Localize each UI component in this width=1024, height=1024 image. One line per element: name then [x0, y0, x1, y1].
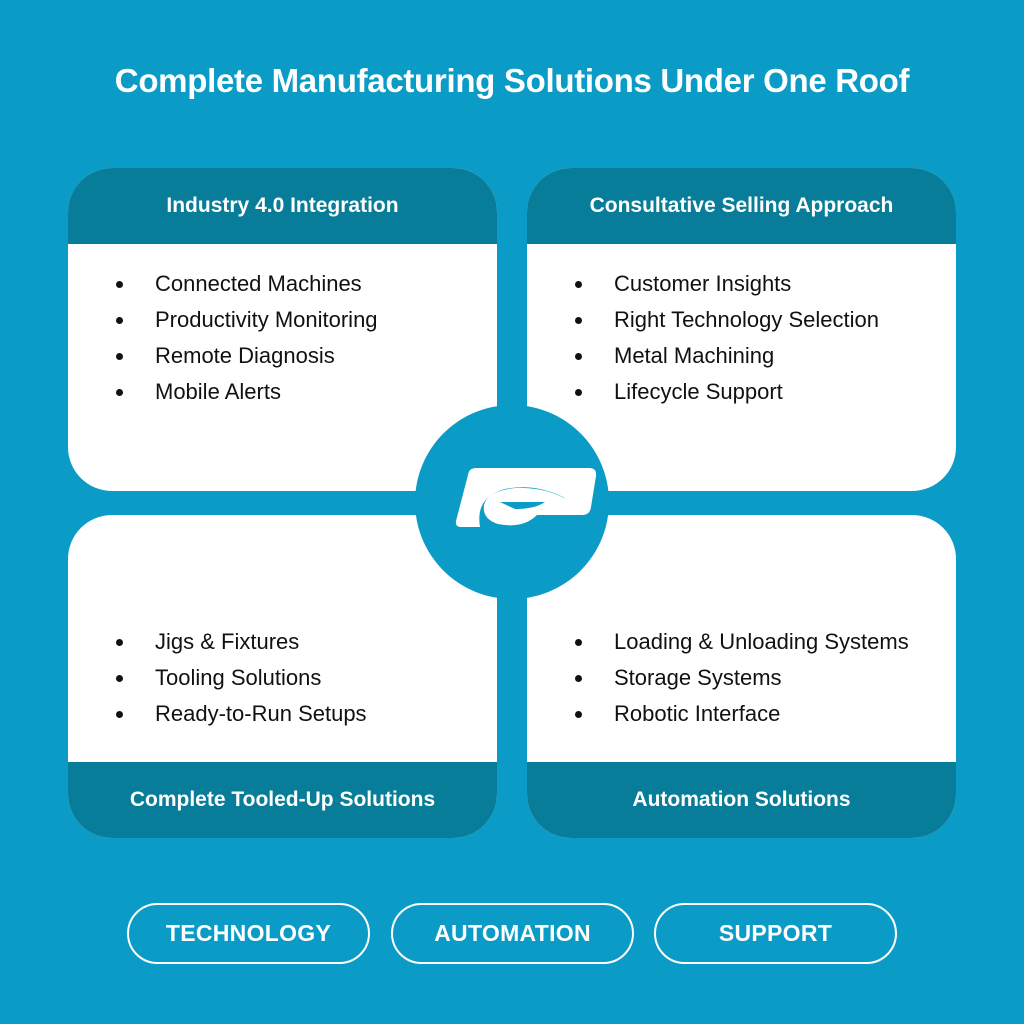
list-item: Mobile Alerts: [116, 374, 378, 410]
list-item: Metal Machining: [575, 338, 879, 374]
page-title: Complete Manufacturing Solutions Under O…: [114, 62, 910, 99]
automation-pill: AUTOMATION: [391, 903, 634, 964]
support-pill: SUPPORT: [654, 903, 897, 964]
card-heading: Automation Solutions: [527, 762, 956, 838]
list-item: Right Technology Selection: [575, 302, 879, 338]
card-heading: Industry 4.0 Integration: [68, 168, 497, 244]
card-consultative-selling: Consultative Selling Approach Customer I…: [527, 168, 956, 491]
list-item: Robotic Interface: [575, 696, 909, 732]
feature-list: Loading & Unloading Systems Storage Syst…: [575, 624, 909, 732]
feature-list: Jigs & Fixtures Tooling Solutions Ready-…: [116, 624, 367, 732]
card-heading: Consultative Selling Approach: [527, 168, 956, 244]
list-item: Productivity Monitoring: [116, 302, 378, 338]
list-item: Jigs & Fixtures: [116, 624, 367, 660]
card-tooled-up-solutions: Jigs & Fixtures Tooling Solutions Ready-…: [68, 515, 497, 838]
feature-list: Connected Machines Productivity Monitori…: [116, 266, 378, 410]
card-heading: Complete Tooled-Up Solutions: [68, 762, 497, 838]
card-automation-solutions: Loading & Unloading Systems Storage Syst…: [527, 515, 956, 838]
list-item: Connected Machines: [116, 266, 378, 302]
list-item: Lifecycle Support: [575, 374, 879, 410]
list-item: Remote Diagnosis: [116, 338, 378, 374]
list-item: Storage Systems: [575, 660, 909, 696]
center-logo-hub: [415, 405, 609, 599]
list-item: Ready-to-Run Setups: [116, 696, 367, 732]
list-item: Loading & Unloading Systems: [575, 624, 909, 660]
technology-pill: TECHNOLOGY: [127, 903, 370, 964]
brand-logo-icon: [455, 468, 597, 527]
feature-list: Customer Insights Right Technology Selec…: [575, 266, 879, 410]
card-industry-4-0: Industry 4.0 Integration Connected Machi…: [68, 168, 497, 491]
list-item: Tooling Solutions: [116, 660, 367, 696]
list-item: Customer Insights: [575, 266, 879, 302]
